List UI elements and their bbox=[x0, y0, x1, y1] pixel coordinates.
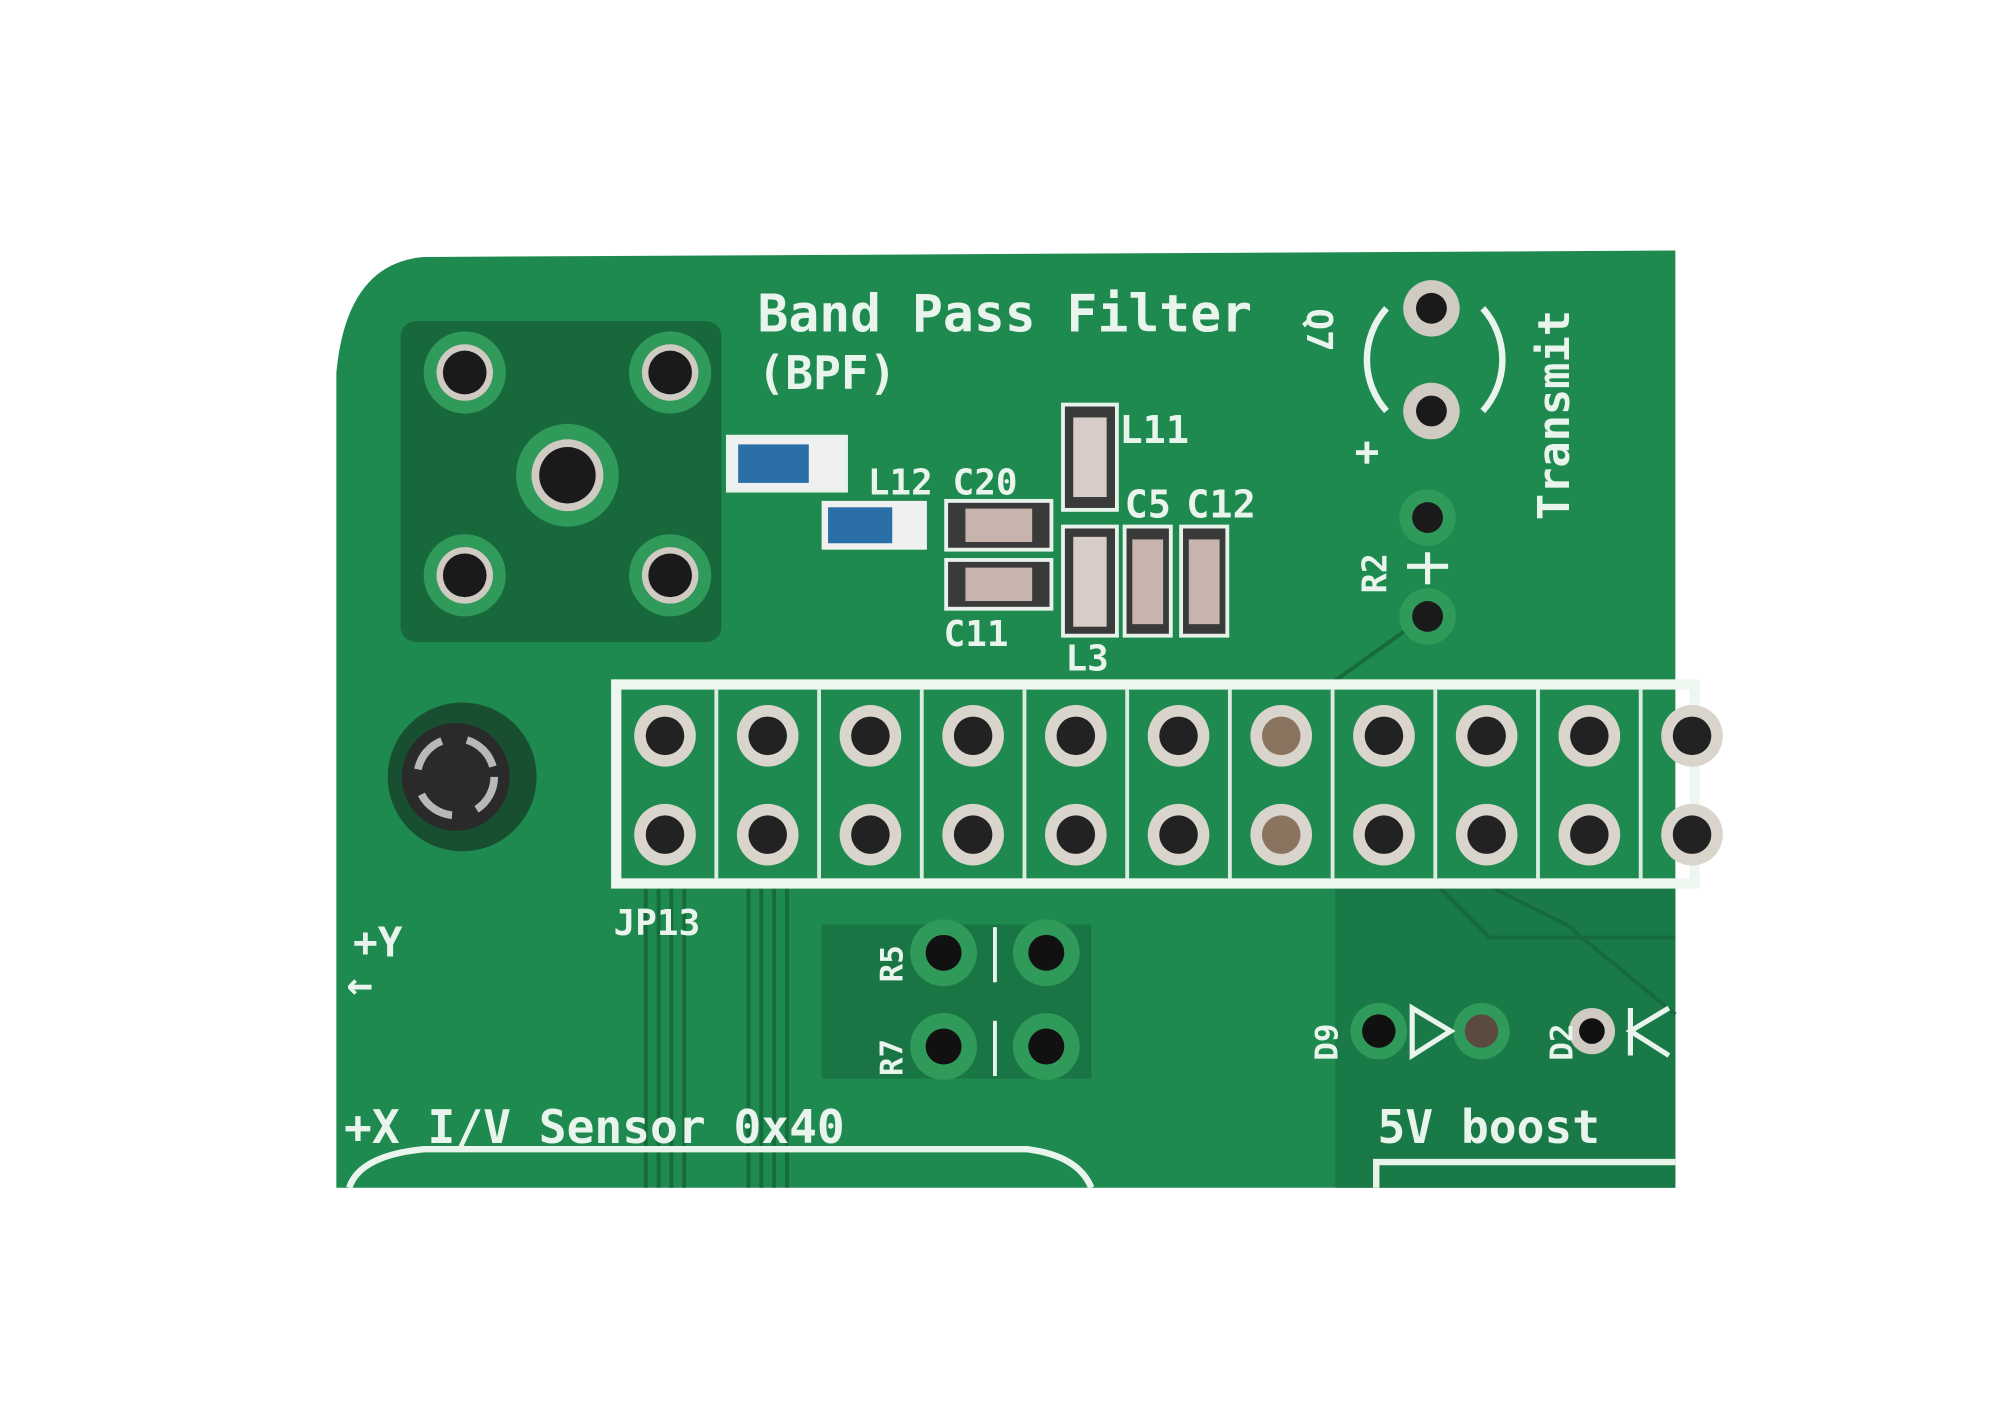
label-c5: C5 bbox=[1125, 483, 1171, 528]
label-c12: C12 bbox=[1186, 483, 1256, 528]
header-pin-hole bbox=[1056, 716, 1096, 756]
header-pin-hole bbox=[1672, 815, 1712, 854]
header-pin-hole bbox=[645, 716, 685, 756]
label-l12: L12 bbox=[868, 462, 933, 503]
header-pin-hole bbox=[851, 716, 890, 756]
label-r7: R7 bbox=[875, 1039, 911, 1076]
resistor-pads bbox=[910, 919, 1080, 1080]
label-boost: 5V boost bbox=[1378, 1100, 1601, 1154]
header-pin-hole bbox=[1672, 716, 1712, 756]
header-pin-hole bbox=[1159, 716, 1198, 756]
header-pin-hole bbox=[1056, 815, 1096, 854]
label-jp13: JP13 bbox=[614, 903, 701, 944]
label-r2: R2 bbox=[1356, 553, 1395, 593]
header-pin-hole bbox=[1261, 716, 1301, 756]
header-pin-hole bbox=[1364, 815, 1404, 854]
header-pin-hole bbox=[851, 815, 890, 854]
label-q7: Q7 bbox=[1298, 308, 1339, 351]
bpf-subtitle: (BPF) bbox=[757, 346, 896, 400]
header-pin-hole bbox=[748, 716, 787, 756]
label-sensor: +X I/V Sensor 0x40 bbox=[344, 1100, 845, 1154]
label-r5: R5 bbox=[875, 945, 911, 982]
arrow-icon: ← bbox=[347, 959, 373, 1010]
header-pin-hole bbox=[953, 716, 993, 756]
header-pin-hole bbox=[1467, 815, 1506, 854]
label-d9: D9 bbox=[1310, 1024, 1346, 1061]
header-pin-hole bbox=[1570, 815, 1609, 854]
sma-connector-pads bbox=[423, 331, 712, 617]
traces bbox=[643, 614, 1677, 1188]
header-pin-hole bbox=[1159, 815, 1198, 854]
label-transmit: Transmit bbox=[1529, 310, 1580, 520]
diode-pads bbox=[1350, 1002, 1671, 1061]
header-pin-hole bbox=[953, 815, 993, 854]
sensor-outline bbox=[346, 1145, 1095, 1190]
label-plus-y: +Y bbox=[353, 919, 403, 967]
header-jp13 bbox=[611, 679, 1723, 889]
mounting-hole bbox=[387, 702, 537, 852]
label-d2: D2 bbox=[1545, 1024, 1581, 1061]
header-pin-hole bbox=[748, 815, 787, 854]
smd-components bbox=[725, 402, 1230, 638]
header-pin-hole bbox=[1364, 716, 1404, 756]
header-pin-hole bbox=[645, 815, 685, 854]
label-c20: C20 bbox=[953, 462, 1018, 503]
label-l3: L3 bbox=[1066, 638, 1109, 679]
label-c11: C11 bbox=[944, 614, 1009, 655]
boost-outline bbox=[1373, 1158, 1676, 1188]
label-l11: L11 bbox=[1119, 408, 1189, 453]
header-pin-hole bbox=[1570, 716, 1609, 756]
header-pin-hole bbox=[1467, 716, 1506, 756]
label-plus: + bbox=[1342, 440, 1390, 465]
led-q7-footprint bbox=[1363, 280, 1506, 645]
header-pin-hole bbox=[1261, 815, 1301, 854]
bpf-title: Band Pass Filter bbox=[757, 284, 1252, 344]
